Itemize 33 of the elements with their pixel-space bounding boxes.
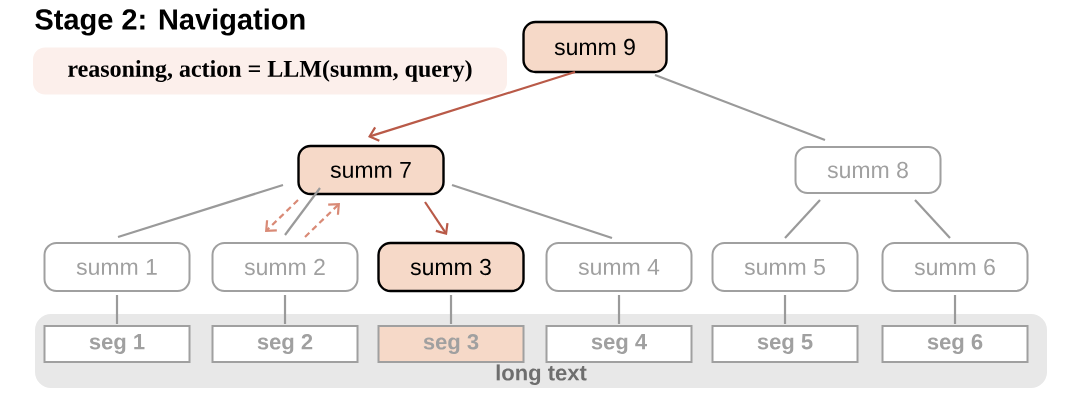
connector-line — [284, 187, 321, 236]
title: Stage 2: Navigation — [35, 8, 305, 36]
connector-line — [283, 295, 287, 324]
segment-box: seg 1 — [43, 325, 191, 363]
arrow — [368, 70, 576, 142]
connector-line — [117, 183, 284, 239]
segment-box: seg 4 — [545, 325, 693, 363]
segment-box: seg 2 — [211, 325, 359, 363]
connector-line — [449, 295, 453, 324]
arrow — [424, 201, 449, 235]
summary-box: summ 2 — [211, 242, 359, 292]
summary-box: summ 6 — [881, 242, 1029, 292]
summary-box: summ 3 — [377, 241, 525, 293]
segment-box: seg 5 — [711, 325, 859, 363]
arrow — [265, 199, 299, 232]
segment-box: seg 6 — [881, 325, 1029, 363]
connector-line — [953, 295, 957, 324]
connector-line — [654, 74, 826, 142]
connector-line — [617, 295, 621, 324]
connector-line — [783, 295, 787, 324]
summary-box: summ 8 — [794, 146, 942, 194]
summary-box: summ 4 — [545, 242, 693, 292]
summary-box: summ 7 — [297, 144, 445, 196]
formula-box: reasoning, action = LLM(summ, query) — [33, 47, 507, 95]
connector-line — [914, 199, 951, 239]
connector-line — [115, 295, 119, 324]
connector-line — [451, 183, 613, 240]
summary-box: summ 5 — [711, 242, 859, 292]
summary-box: summ 1 — [43, 242, 191, 292]
summary-box: summ 9 — [522, 20, 668, 74]
arrow — [304, 203, 340, 238]
segment-box: seg 3 — [377, 325, 525, 363]
connector-line — [784, 199, 821, 239]
